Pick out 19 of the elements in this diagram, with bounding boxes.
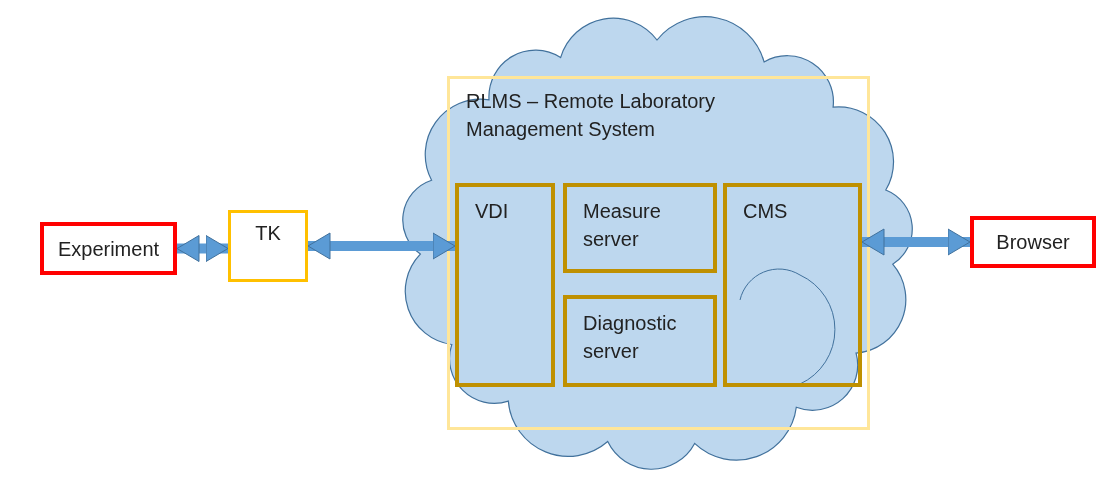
node-label: Experiment (56, 236, 161, 262)
terminal-box (970, 216, 1096, 268)
module-box (563, 183, 717, 273)
module-box (455, 183, 555, 387)
toolkit-box (228, 210, 308, 282)
node-label: RLMS – Remote Laboratory Management System (466, 89, 716, 142)
node-label: TK (254, 221, 282, 246)
node-label: Measure server (583, 199, 662, 252)
node-label: VDI (475, 199, 510, 224)
double-arrow (307, 232, 456, 260)
double-arrow (861, 228, 971, 256)
node-label: Diagnostic server (583, 311, 678, 364)
module-box (563, 295, 717, 387)
system-frame (447, 76, 870, 430)
double-arrow (176, 235, 229, 262)
node-label: Browser (995, 230, 1071, 255)
terminal-box (40, 222, 177, 275)
node-label: CMS (743, 199, 789, 224)
module-box (723, 183, 862, 387)
